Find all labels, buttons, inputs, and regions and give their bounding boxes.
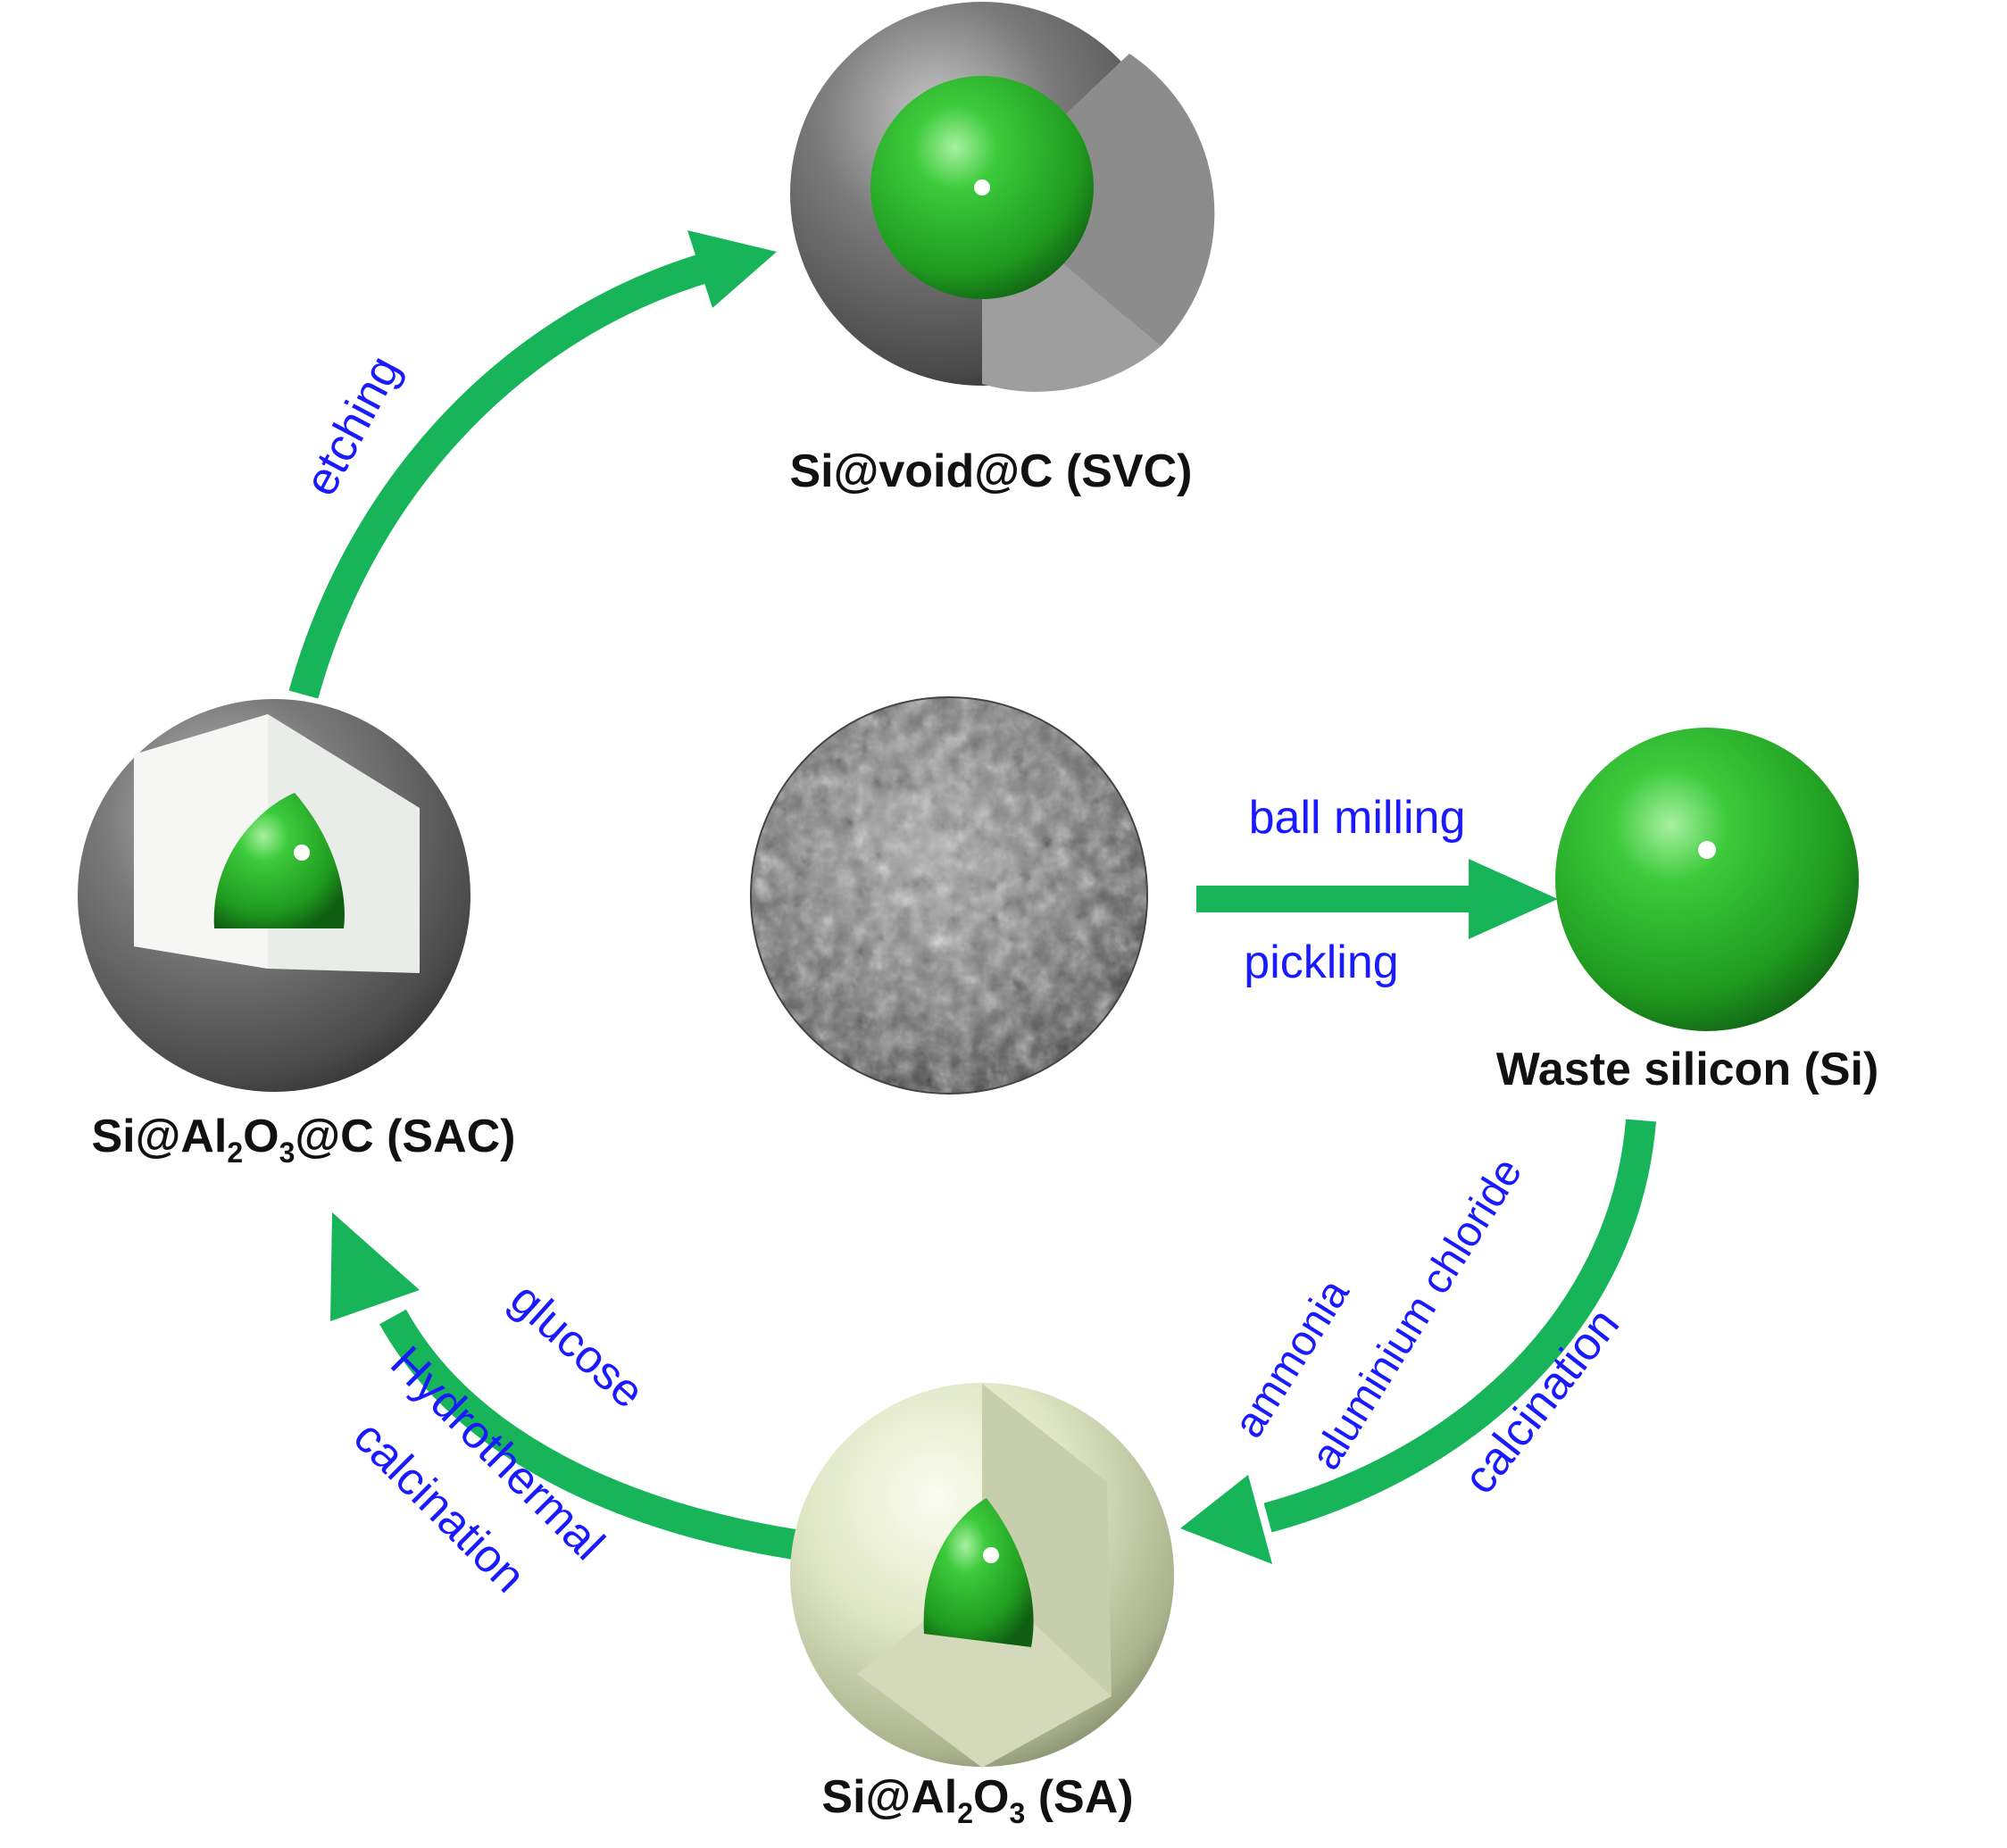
arrow-ball-milling xyxy=(1196,859,1558,939)
step-glucose: glucose xyxy=(500,1273,654,1419)
svc-label: Si@void@C (SVC) xyxy=(790,445,1193,497)
svc-particle xyxy=(790,2,1215,392)
sa-particle xyxy=(790,1383,1174,1768)
waste-silicon-label: Waste silicon (Si) xyxy=(1496,1044,1879,1095)
sac-label: Si@Al2O3@C (SAC) xyxy=(91,1111,515,1169)
sac-particle xyxy=(78,699,471,1092)
arrow-hydrothermal xyxy=(330,1212,797,1560)
step-ball-milling: ball milling xyxy=(1249,792,1466,844)
sa-label: Si@Al2O3 (SA) xyxy=(821,1771,1133,1829)
step-pickling: pickling xyxy=(1244,936,1398,988)
waste-silicon-particle xyxy=(1555,728,1859,1031)
arrow-etching xyxy=(288,230,777,699)
arrow-calcination-right xyxy=(1180,1119,1656,1564)
raw-waste-silicon-micrograph xyxy=(750,696,1148,1095)
